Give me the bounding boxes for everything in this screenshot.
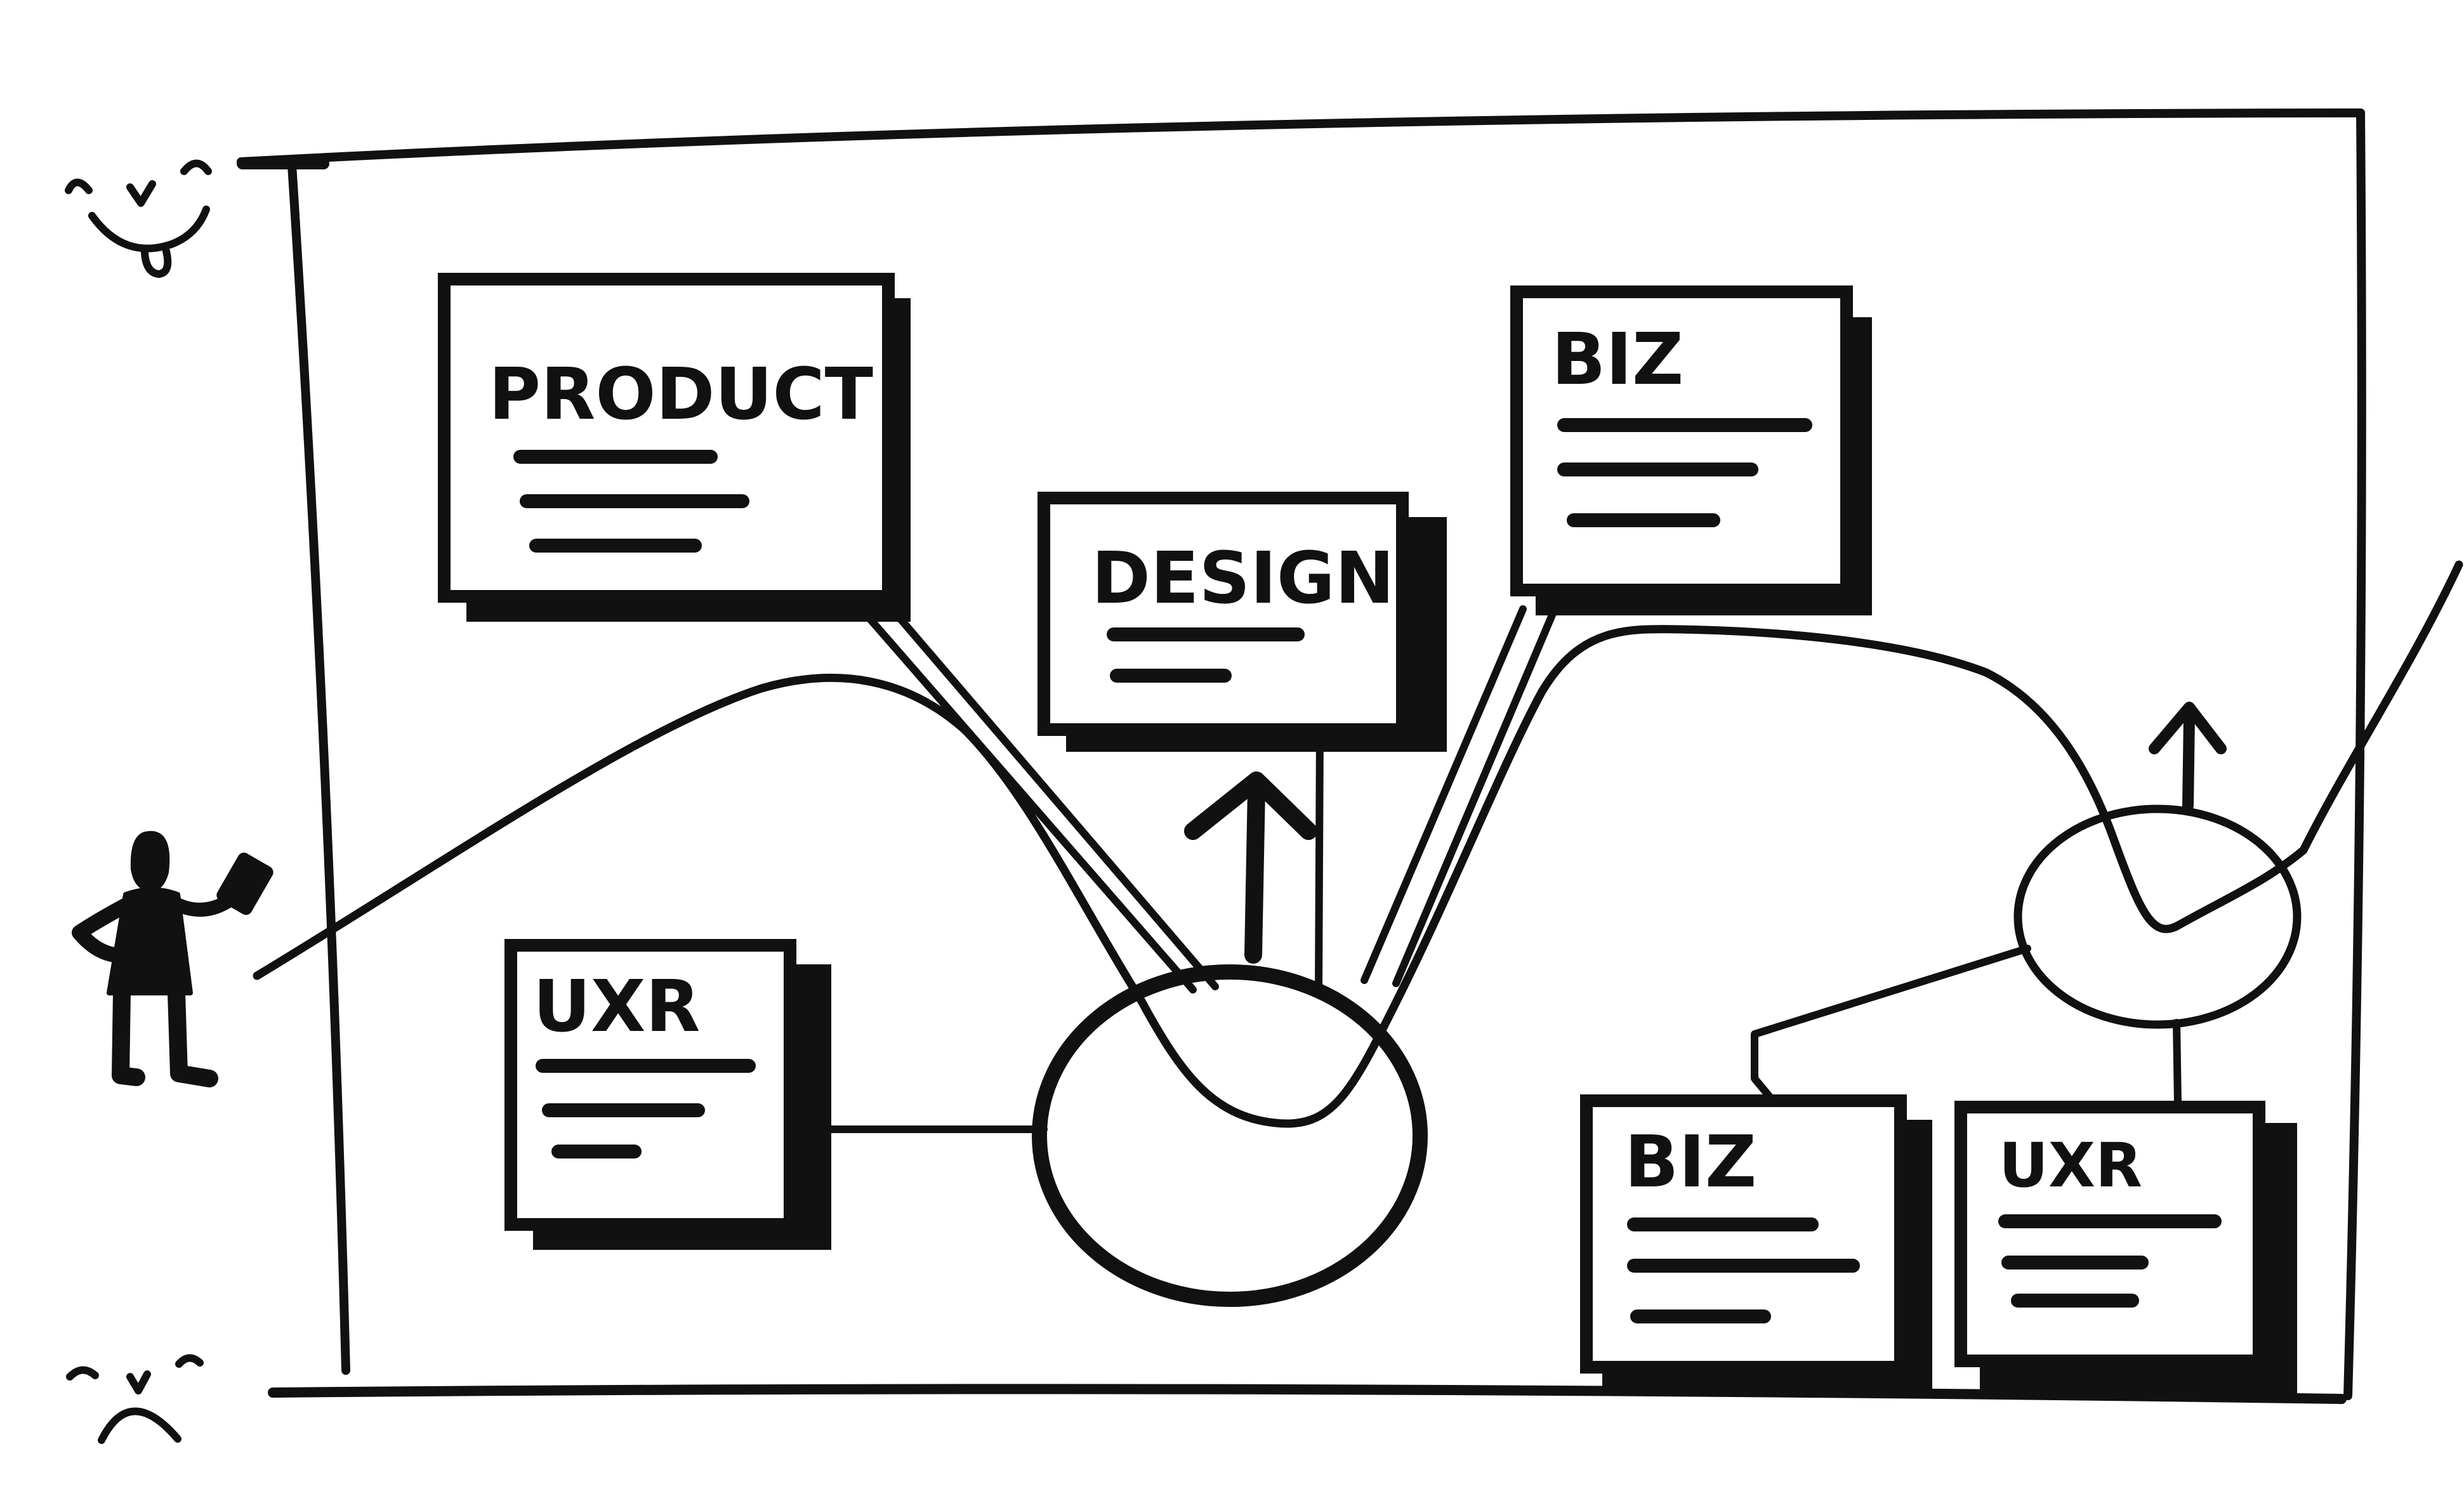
card-label-uxr-right: UXR (1999, 1130, 2142, 1201)
journey-curve (253, 560, 2463, 1128)
touchpoint-circle-right (2013, 804, 2302, 1029)
arrow-up-icon-right (2149, 702, 2227, 811)
card-design: DESIGN (1038, 492, 1447, 752)
arrow-up-icon (1184, 771, 1317, 964)
chart-frame (237, 108, 2366, 1404)
touchpoint-circle-center (1032, 964, 1428, 1307)
card-label-biz-bottom: BIZ (1624, 1121, 1756, 1204)
card-biz-bottom: BIZ (1580, 1094, 1932, 1393)
happy-face-icon (65, 159, 212, 278)
connectors (808, 586, 2182, 1133)
card-label-design: DESIGN (1091, 537, 1394, 620)
person-with-phone-icon (72, 830, 273, 1087)
card-label-biz-top: BIZ (1552, 318, 1683, 401)
sad-face-icon (66, 1354, 204, 1444)
card-product: PRODUCT (438, 273, 911, 622)
card-uxr-left: UXR (504, 939, 831, 1250)
card-biz-top: BIZ (1510, 285, 1872, 615)
card-label-product: PRODUCT (489, 353, 873, 436)
card-label-uxr-left: UXR (533, 966, 701, 1048)
card-uxr-right: UXR (1954, 1101, 2297, 1396)
